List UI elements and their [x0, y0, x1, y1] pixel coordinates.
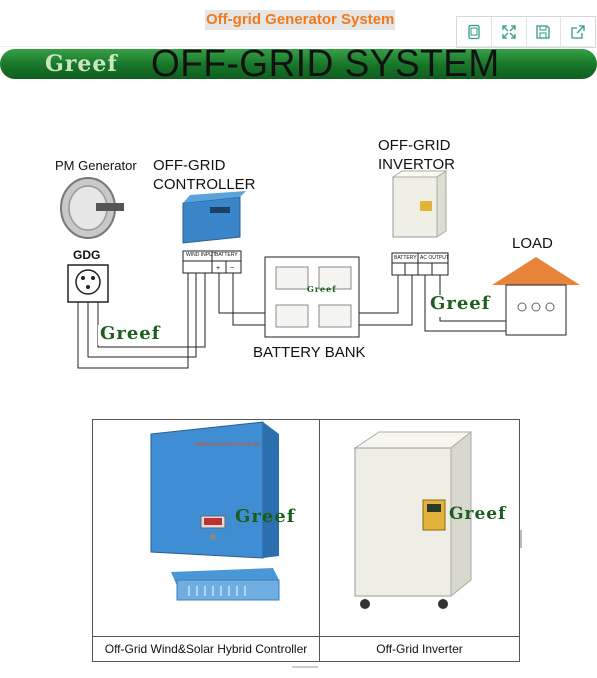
scroll-indicator	[520, 530, 522, 548]
inverter-image	[391, 170, 448, 238]
product-images	[150, 421, 473, 609]
banner-title: OFF-GRID SYSTEM	[151, 42, 500, 85]
left-logo-bg	[98, 325, 168, 345]
fullscreen-icon	[501, 25, 516, 39]
diagram-logo-left: Greef	[100, 323, 161, 344]
banner-bar	[0, 49, 597, 79]
share-button[interactable]	[561, 17, 595, 47]
tablet-icon	[468, 24, 480, 40]
tablet-view-button[interactable]	[457, 17, 492, 47]
save-icon	[536, 25, 551, 39]
banner-logo: Greef	[45, 51, 118, 77]
product-logo-inverter: Greef	[449, 504, 507, 524]
controller-label-line2: CONTROLLER	[153, 176, 256, 193]
inverter-product-image	[353, 430, 473, 609]
wires	[77, 273, 506, 369]
load-label: LOAD	[512, 235, 553, 252]
controller-caption: Off-Grid Wind&Solar Hybrid Controller	[104, 642, 308, 656]
product-logo-controller: Greef	[235, 506, 296, 527]
toolbar	[456, 16, 596, 48]
svg-text:−: −	[230, 265, 234, 272]
inverter-ac-output-terminal: AC OUTPUT	[420, 255, 449, 261]
wiring-diagram: + −	[60, 170, 580, 369]
table-caption-divider	[93, 636, 519, 637]
product-table: Wind&Solar Hybrid Controller Greef Greef…	[92, 419, 520, 662]
controller-label-line1: OFF-GRID	[153, 157, 226, 174]
gdg-label: GDG	[73, 248, 101, 262]
system-diagram: + −	[0, 85, 597, 395]
page-title: Off-grid Generator System	[205, 10, 396, 30]
inverter-label-line1: OFF-GRID	[378, 137, 451, 154]
inverter-terminal-block	[391, 252, 449, 276]
inverter-caption: Off-Grid Inverter	[376, 642, 463, 656]
fullscreen-button[interactable]	[492, 17, 527, 47]
save-button[interactable]	[527, 17, 562, 47]
pm-generator-label: PM Generator	[55, 158, 137, 173]
house-roof	[492, 257, 580, 285]
controller-panel-text: Wind&Solar Hybrid Controller	[195, 442, 261, 448]
bottom-indicator	[292, 666, 318, 668]
svg-text:+: +	[216, 265, 220, 272]
light-bulbs	[517, 302, 555, 312]
pm-generator-image	[60, 177, 124, 239]
share-icon	[571, 25, 585, 39]
diagram-logo-right: Greef	[430, 293, 491, 314]
table-column-divider	[319, 420, 320, 661]
battery-bank-label: BATTERY BANK	[253, 344, 366, 361]
battery-images	[275, 266, 352, 328]
inverter-label-line2: INVERTOR	[378, 156, 455, 173]
battery-bank-logo: Greef	[307, 284, 337, 294]
inverter-battery-terminal: BATTERY	[394, 255, 417, 261]
right-logo-bg	[428, 295, 498, 317]
header-divider	[0, 46, 597, 47]
controller-image	[182, 191, 246, 244]
controller-wind-input-terminal: WIND INPUT	[186, 252, 216, 258]
controller-battery-terminal: BATTERY	[215, 252, 238, 258]
controller-product-image	[150, 421, 280, 601]
